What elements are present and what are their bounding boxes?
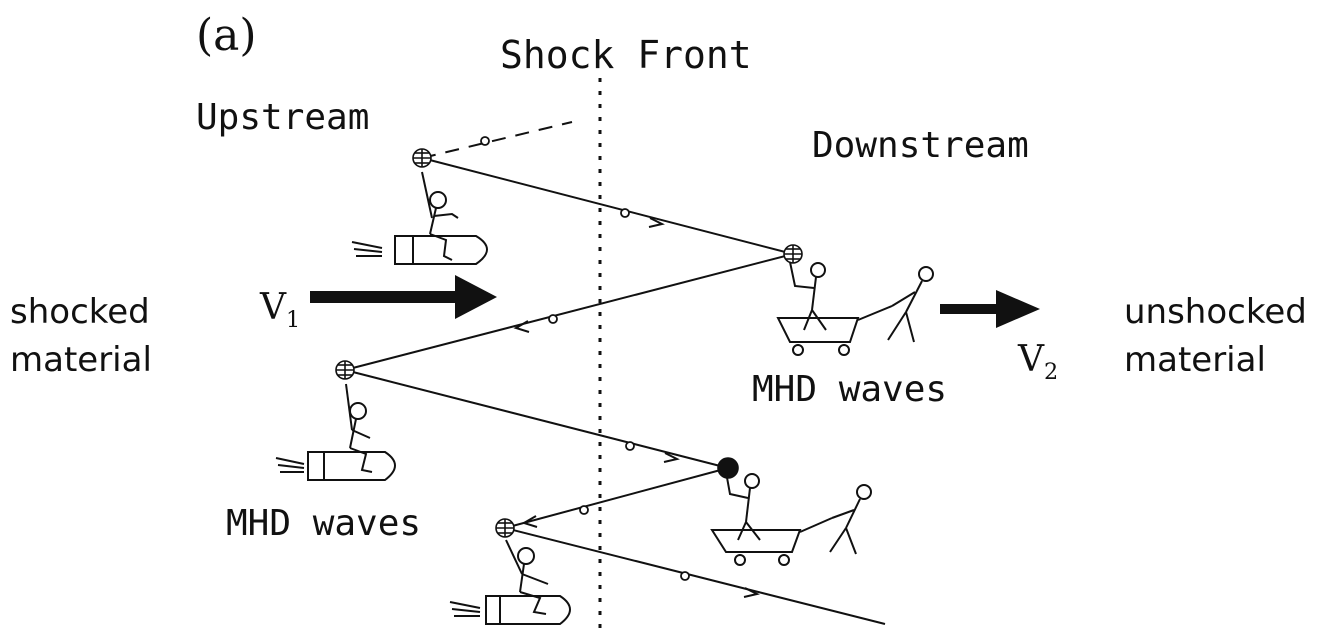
rocket-rider-2 (275, 383, 396, 481)
v1-label: V1 (260, 290, 300, 331)
mhd-waves-label-upstream: MHD waves (226, 503, 422, 544)
left-side-line1: shocked (10, 292, 150, 332)
right-side-line2: material (1124, 340, 1266, 380)
downstream-label: Downstream (812, 125, 1029, 166)
v1-subscript: 1 (286, 306, 301, 333)
particle-markers (480, 136, 690, 581)
right-side-label: unshocked material (1124, 288, 1307, 384)
left-side-line2: material (10, 340, 152, 380)
v2-label: V2 (1018, 342, 1058, 383)
scattering-balls (335, 148, 803, 538)
particle-trajectory (344, 121, 886, 625)
v2-arrow (940, 290, 1040, 328)
rocket-rider-1 (351, 171, 488, 265)
shock-front-label: Shock Front (500, 33, 752, 77)
mhd-waves-label-downstream: MHD waves (752, 369, 948, 410)
rocket-rider-3 (449, 539, 571, 625)
trajectory-direction-arrows (513, 217, 760, 598)
cart-group-1 (776, 261, 934, 356)
right-side-line1: unshocked (1124, 292, 1307, 332)
cart-group-2 (710, 471, 872, 566)
v2-symbol: V (1018, 339, 1044, 380)
v1-symbol: V (260, 287, 286, 328)
v2-subscript: 2 (1044, 358, 1059, 385)
v1-arrow (310, 275, 497, 319)
upstream-label: Upstream (196, 97, 370, 138)
panel-label: (a) (196, 10, 257, 61)
left-side-label: shocked material (10, 288, 152, 384)
